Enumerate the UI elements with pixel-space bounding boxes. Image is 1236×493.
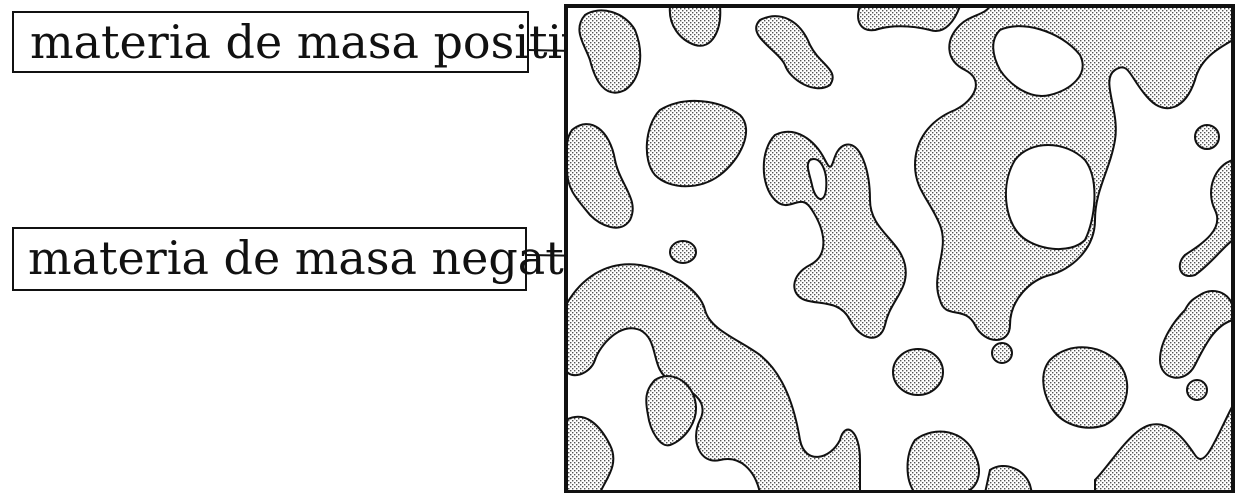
positive-mass-blob: [857, 6, 962, 32]
label-positive-box: materia de masa positiva: [12, 11, 616, 73]
label-negative-text: materia de masa negativa: [28, 231, 632, 285]
positive-mass-blob: [578, 9, 642, 94]
positive-mass-blob: [1178, 158, 1234, 277]
positive-mass-blob: [668, 6, 722, 47]
matter-panel: [564, 4, 1235, 493]
positive-mass-blob: [991, 342, 1013, 364]
positive-mass-blob: [892, 348, 944, 396]
positive-mass-blob: [645, 99, 747, 188]
label-positive-text: materia de masa positiva: [30, 15, 616, 69]
positive-mass-blob: [1186, 379, 1208, 401]
positive-mass-blob: [669, 240, 697, 264]
positive-mass-blob: [1194, 124, 1220, 150]
label-negative-box: materia de masa negativa: [12, 227, 632, 291]
positive-mass-blob: [566, 263, 861, 493]
positive-mass-blob: [755, 15, 834, 90]
positive-mass-blob: [645, 375, 697, 447]
positive-mass-blob: [906, 430, 980, 493]
positive-mass-blob: [762, 130, 907, 339]
positive-mass-blob: [1042, 346, 1129, 429]
positive-mass-blob: [566, 415, 615, 493]
positive-mass-blob: [1094, 404, 1234, 493]
